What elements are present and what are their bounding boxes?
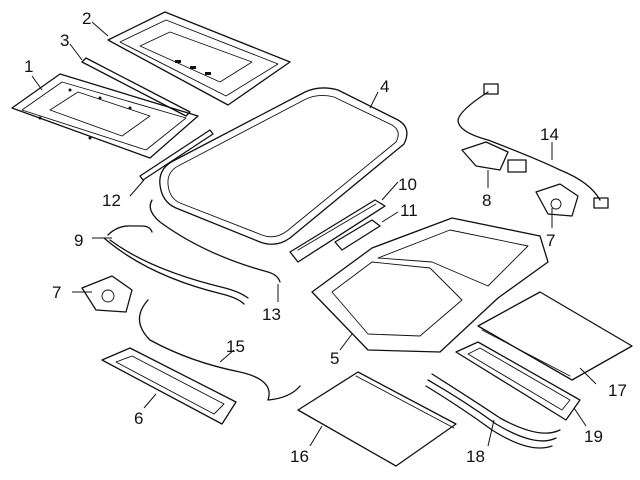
part-2-frame xyxy=(107,11,291,106)
callout-5: 5 xyxy=(330,349,339,368)
callout-3: 3 xyxy=(60,31,69,50)
part-7-motor-left xyxy=(81,275,133,313)
callout-17: 17 xyxy=(608,381,627,400)
callout-13: 13 xyxy=(262,305,281,324)
callout-labels: 1 2 3 4 5 6 7 7 8 9 10 11 12 13 14 15 16… xyxy=(24,9,627,466)
part-15-cable xyxy=(138,299,301,401)
part-7-motor-right xyxy=(535,183,579,217)
callout-10: 10 xyxy=(398,175,417,194)
callout-16: 16 xyxy=(290,447,309,466)
part-8-motor xyxy=(461,141,527,173)
callout-18: 18 xyxy=(466,447,485,466)
part-3-strip xyxy=(81,57,191,117)
callout-14: 14 xyxy=(540,125,559,144)
part-1-glass-panel xyxy=(11,73,199,159)
leader-lines xyxy=(31,21,597,447)
callout-7-left: 7 xyxy=(52,283,61,302)
callout-8: 8 xyxy=(482,191,491,210)
part-5-housing xyxy=(311,217,549,353)
part-17-sunshade xyxy=(477,291,633,381)
callout-2: 2 xyxy=(82,9,91,28)
part-6-tray xyxy=(101,347,237,425)
part-10-rail xyxy=(289,199,386,263)
part-9-13-weatherstrip xyxy=(103,199,281,305)
callout-9: 9 xyxy=(74,231,83,250)
part-16-sunshade xyxy=(297,371,457,467)
part-19-tray xyxy=(455,341,581,421)
part-12-strip xyxy=(139,129,214,181)
part-18-cables xyxy=(425,373,561,449)
part-4-seal xyxy=(159,87,408,245)
callout-6: 6 xyxy=(134,409,143,428)
callout-4: 4 xyxy=(380,77,389,96)
callout-7-right: 7 xyxy=(546,231,555,250)
callout-1: 1 xyxy=(24,57,33,76)
callout-15: 15 xyxy=(226,337,245,356)
callout-19: 19 xyxy=(584,427,603,446)
callout-11: 11 xyxy=(400,201,418,220)
part-11-bracket xyxy=(334,219,381,251)
part-14-harness xyxy=(457,83,609,209)
callout-12: 12 xyxy=(102,191,121,210)
